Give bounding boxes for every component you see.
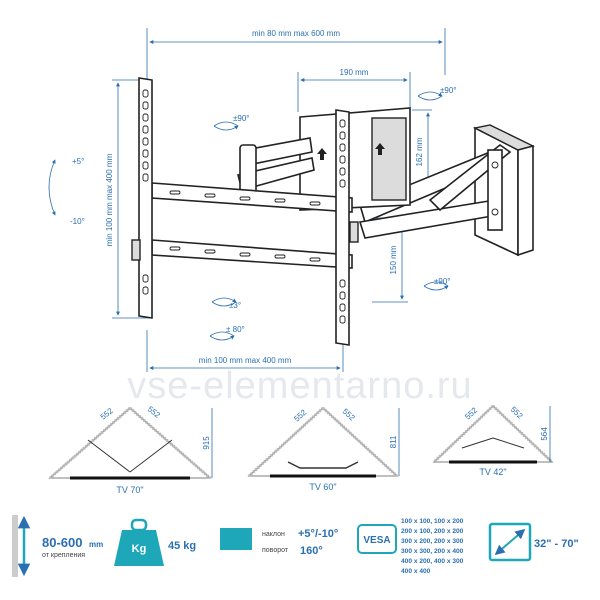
svg-text:+5°/-10°: +5°/-10° xyxy=(298,528,338,540)
rotation-top-right: ±90° xyxy=(417,86,457,101)
corner-diagram-70: 552 552 915 TV 70" xyxy=(48,404,213,495)
corner-diagram-42: 552 552 564 TV 42" xyxy=(432,405,554,477)
svg-text:552: 552 xyxy=(292,407,308,423)
svg-text:-10°: -10° xyxy=(70,217,85,226)
svg-text:811: 811 xyxy=(389,435,398,448)
watermark: vse-elementarno.ru xyxy=(127,365,472,407)
svg-text:300 x 200, 200 x 300: 300 x 200, 200 x 300 xyxy=(401,538,464,545)
svg-text:564: 564 xyxy=(540,427,549,441)
rotation-bottom-mid2: ± 80° xyxy=(209,325,245,341)
spec-screen-size: 32" - 70" xyxy=(488,522,579,562)
dim-horizontal-range: min 100 mm max 400 mm xyxy=(146,330,344,372)
svg-text:±90°: ±90° xyxy=(233,114,250,123)
svg-text:552: 552 xyxy=(341,407,357,423)
svg-text:915: 915 xyxy=(202,436,211,450)
svg-text:от крепления: от крепления xyxy=(42,552,85,559)
svg-text:552: 552 xyxy=(509,405,525,421)
svg-text:Kg: Kg xyxy=(132,543,147,555)
rotation-top-mid: ±90° xyxy=(213,114,250,131)
weight-value: 45 kg xyxy=(168,540,196,552)
svg-text:±3°: ±3° xyxy=(229,301,241,310)
svg-text:552: 552 xyxy=(463,405,479,421)
spec-wall-distance: 80-600 mm от крепления xyxy=(12,515,103,577)
svg-text:±90°: ±90° xyxy=(440,86,457,95)
svg-text:200 x 100, 200 x 200: 200 x 100, 200 x 200 xyxy=(401,528,464,535)
screen-size-value: 32" - 70" xyxy=(534,538,579,550)
svg-text:100 x 100, 100 x 200: 100 x 100, 100 x 200 xyxy=(401,518,464,525)
horizontal-range-label: min 100 mm max 400 mm xyxy=(199,356,292,365)
svg-text:mm: mm xyxy=(89,540,103,549)
svg-text:400 x 200, 400 x 300: 400 x 200, 400 x 300 xyxy=(401,558,464,565)
corner-diagram-60: 552 552 811 TV 60" xyxy=(247,407,400,492)
svg-text:400 x 400: 400 x 400 xyxy=(401,568,431,575)
tv-icon xyxy=(220,528,252,550)
svg-text:160°: 160° xyxy=(300,545,323,557)
svg-text:±90°: ±90° xyxy=(434,277,451,286)
weight-icon xyxy=(114,530,164,566)
svg-text:± 80°: ± 80° xyxy=(226,325,245,334)
tv70-caption: TV 70" xyxy=(116,485,143,495)
tv42-caption: TV 42" xyxy=(479,467,506,477)
svg-text:наклон: наклон xyxy=(262,531,285,538)
rotation-bottom-mid1: ±3° xyxy=(211,297,241,310)
width-range-label: min 80 mm max 600 mm xyxy=(252,29,340,38)
wall-distance-value: 80-600 xyxy=(42,535,82,550)
plate-height-label: 162 mm xyxy=(415,137,424,166)
spec-weight: Kg 45 kg xyxy=(114,518,196,566)
tilt-indicator: +5° -10° xyxy=(48,157,85,226)
dim-width-range: min 80 mm max 600 mm xyxy=(146,28,446,90)
vesa-list: 100 x 100, 100 x 200 200 x 100, 200 x 20… xyxy=(401,518,464,575)
plate-width-label: 190 mm xyxy=(340,68,369,77)
left-strip-holes xyxy=(142,89,149,295)
svg-text:552: 552 xyxy=(99,406,115,422)
svg-text:поворот: поворот xyxy=(262,547,289,554)
spec-tilt-swivel: наклон +5°/-10° поворот 160° xyxy=(220,528,338,557)
dim-plate-width: 190 mm xyxy=(297,68,411,112)
right-strip-holes xyxy=(339,119,346,324)
bar-holes xyxy=(169,190,321,262)
spec-vesa: VESA 100 x 100, 100 x 200 200 x 100, 200… xyxy=(357,518,464,575)
wall-mount-drawing xyxy=(131,77,535,346)
svg-text:300 x 300, 200 x 400: 300 x 300, 200 x 400 xyxy=(401,548,464,555)
arm-offset-label: 150 mm xyxy=(389,245,398,274)
svg-text:+5°: +5° xyxy=(72,157,84,166)
svg-text:VESA: VESA xyxy=(363,535,390,546)
tv60-caption: TV 60" xyxy=(309,482,336,492)
rotation-right-bottom: ±90° xyxy=(423,277,451,291)
vertical-range-label: min 100 mm max 400 mm xyxy=(105,153,114,246)
